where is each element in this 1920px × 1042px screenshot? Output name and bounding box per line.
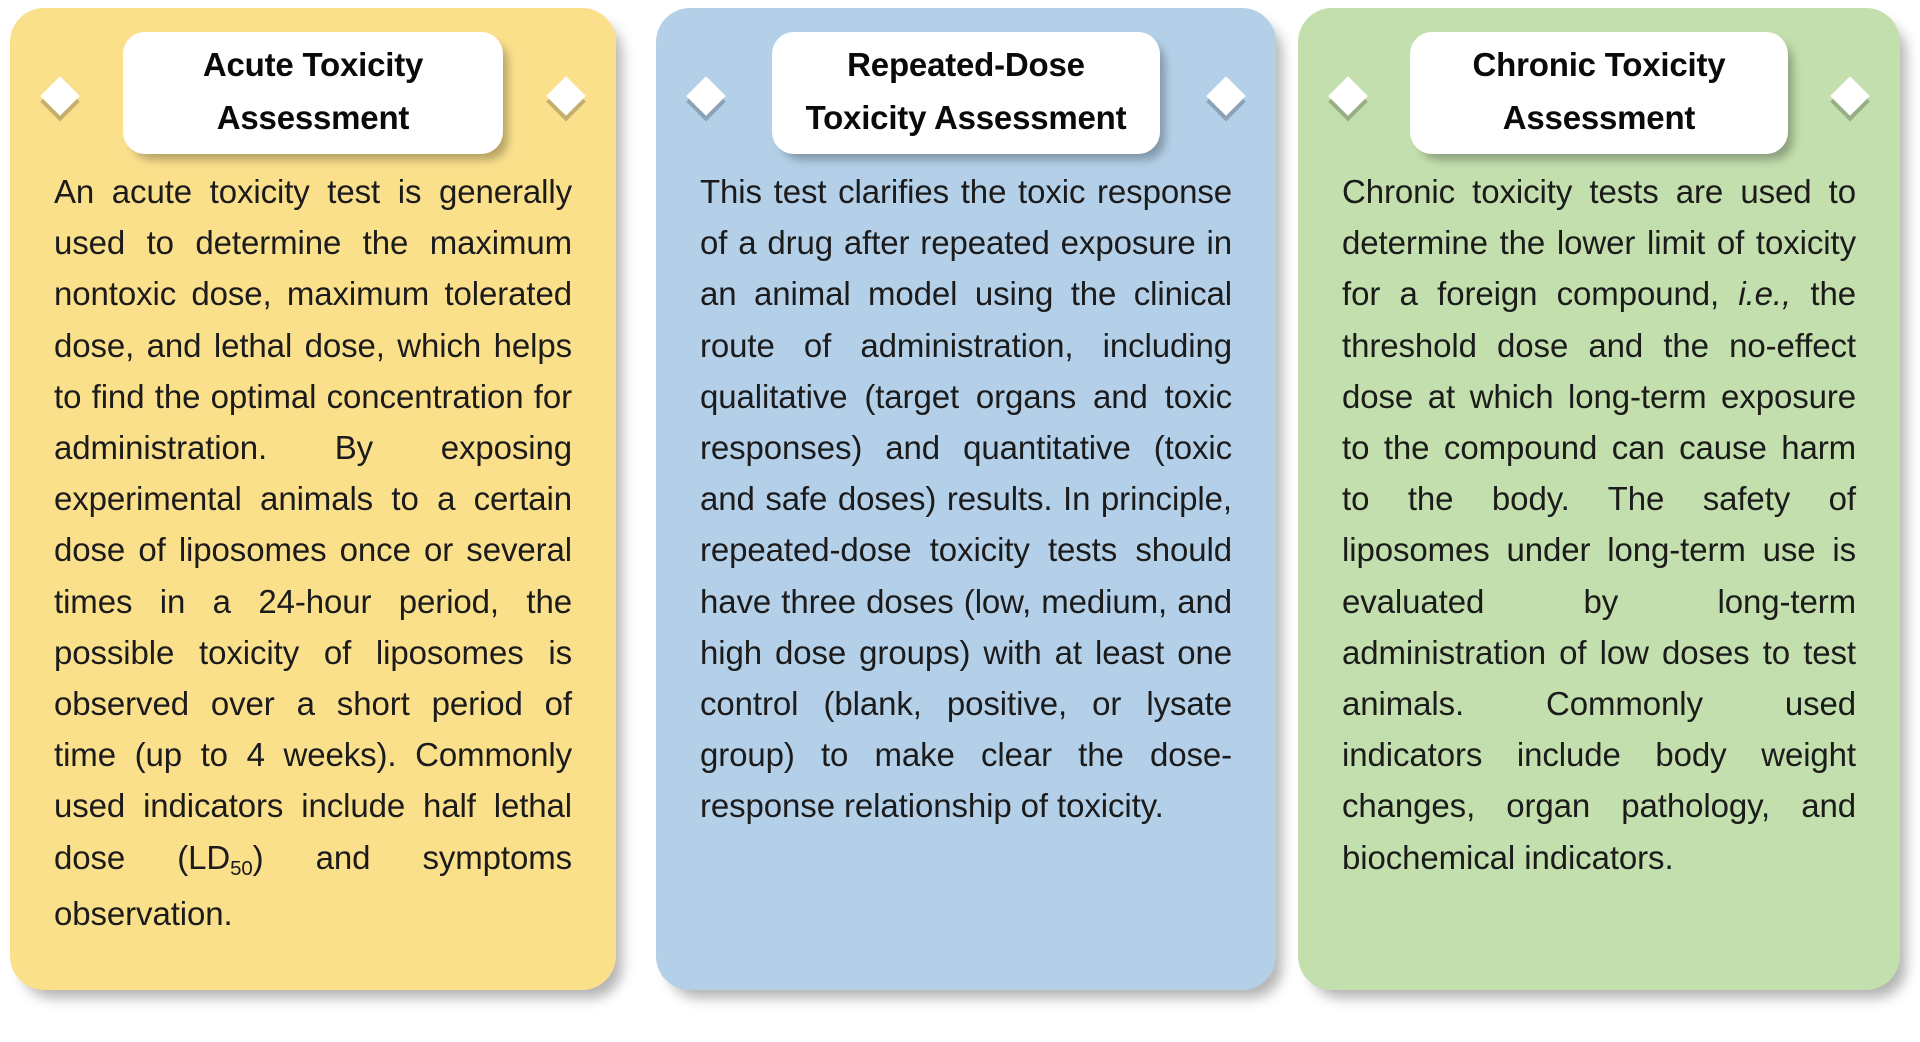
panel-header-repeated-dose: Repeated-Dose Toxicity Assessment (656, 8, 1276, 154)
panel-title-line-2: Assessment (1502, 99, 1696, 136)
diamond-arrow-right-icon (1830, 76, 1870, 116)
panel-body-repeated-dose: This test clarifies the toxic response o… (700, 173, 1232, 825)
panel-acute-toxicity[interactable]: Acute Toxicity Assessment An acute toxic… (10, 8, 616, 990)
panel-title-chip-repeated-dose[interactable]: Repeated-Dose Toxicity Assessment (772, 32, 1160, 154)
diamond-arrow-left-icon (40, 76, 80, 116)
panel-header-acute: Acute Toxicity Assessment (10, 8, 616, 154)
panel-repeated-dose-toxicity[interactable]: Repeated-Dose Toxicity Assessment This t… (656, 8, 1276, 990)
panel-body-acute: An acute toxicity test is generally used… (54, 173, 572, 932)
panel-title-line-1: Repeated-Dose (847, 45, 1085, 83)
panel-title-line-2: Toxicity Assessment (805, 99, 1127, 136)
panel-title-line-1: Acute Toxicity (202, 45, 424, 83)
panel-title-line-1: Chronic Toxicity (1472, 45, 1726, 83)
panel-title-line-2: Assessment (216, 99, 410, 136)
panel-title-chip-chronic[interactable]: Chronic Toxicity Assessment (1410, 32, 1788, 154)
diamond-arrow-right-icon (546, 76, 586, 116)
panel-chronic-toxicity[interactable]: Chronic Toxicity Assessment Chronic toxi… (1298, 8, 1900, 990)
panel-header-chronic: Chronic Toxicity Assessment (1298, 8, 1900, 154)
diamond-arrow-left-icon (686, 76, 726, 116)
panel-body-chronic: Chronic toxicity tests are used to deter… (1342, 173, 1856, 876)
panel-title-chip-acute[interactable]: Acute Toxicity Assessment (123, 32, 503, 154)
diamond-arrow-left-icon (1328, 76, 1368, 116)
diamond-arrow-right-icon (1206, 76, 1246, 116)
